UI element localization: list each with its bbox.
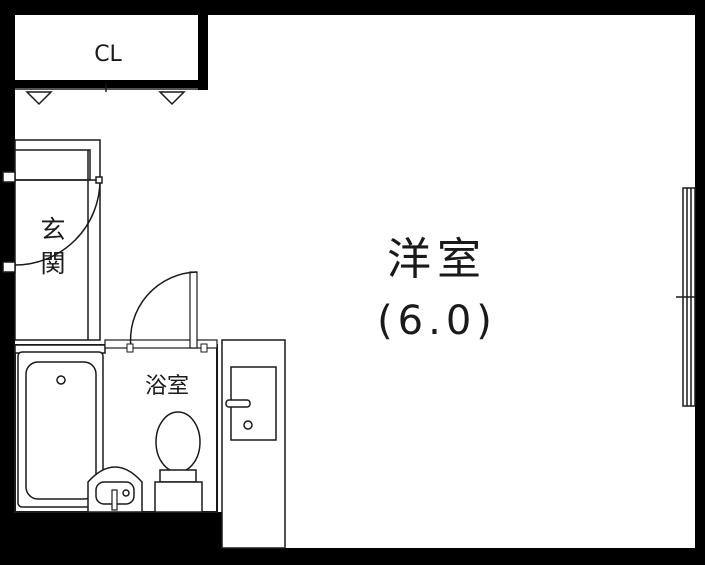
bathtub-drain xyxy=(56,375,66,385)
bath-sink-drain xyxy=(122,489,130,497)
closet-label: CL xyxy=(94,42,122,67)
closet-door-mark-right xyxy=(158,91,186,106)
bath-sink-faucet xyxy=(111,489,118,511)
entrance-door-jamb-top xyxy=(2,171,16,183)
entrance-door-jamb-bottom xyxy=(2,261,16,273)
bath-door-stop-right xyxy=(200,343,208,353)
toilet-seat-front xyxy=(159,469,197,483)
main-room-size: (6.0) xyxy=(377,298,497,344)
entrance-door-swing xyxy=(14,179,101,266)
wall-closet-bottom xyxy=(10,80,208,88)
entrance-label-1: 玄 xyxy=(40,215,65,244)
toilet-bowl xyxy=(155,411,201,473)
wall-left xyxy=(0,0,15,565)
wall-right xyxy=(695,0,705,565)
bath-door-panel xyxy=(189,271,198,349)
bath-door-stop-left xyxy=(126,343,134,353)
bath-label: 浴室 xyxy=(145,374,189,399)
wall-bottom-left-block xyxy=(0,512,222,565)
entrance-step xyxy=(14,149,91,181)
entrance xyxy=(2,139,103,341)
window-right xyxy=(676,187,696,407)
closet-floor xyxy=(15,15,198,80)
main-room-label: 洋室 xyxy=(387,234,487,285)
closet-door-mark-left xyxy=(25,91,53,106)
bath-door-frame xyxy=(104,339,218,349)
toilet-tank xyxy=(154,481,203,513)
wall-closet-right xyxy=(198,0,208,90)
kitchen-sink-drain xyxy=(243,420,253,430)
bathtub-inner xyxy=(25,361,97,500)
bath-door-swing xyxy=(129,271,198,349)
entrance-label-2: 関 xyxy=(40,249,65,278)
kitchen-faucet xyxy=(225,399,251,408)
wall-top xyxy=(0,0,705,15)
kitchen xyxy=(221,339,286,549)
bathroom: 浴室 xyxy=(14,271,218,513)
closet: CL xyxy=(15,15,198,106)
entrance-door-knob-top xyxy=(95,176,103,184)
